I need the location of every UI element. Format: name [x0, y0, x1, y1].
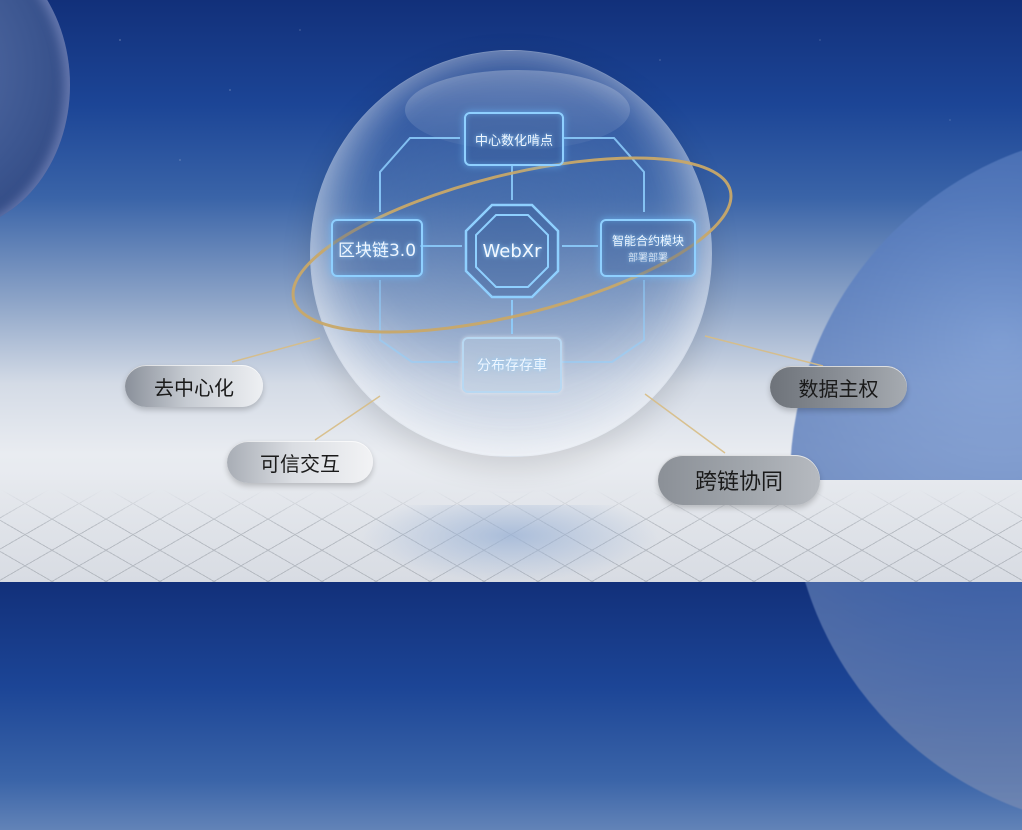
sphere-highlight — [405, 70, 630, 150]
node-label: 中心数化啃点 — [474, 133, 553, 149]
node-smart-contract: 智能合约模块 部署部署 — [600, 219, 696, 277]
pill-text: 跨链协同 — [694, 470, 783, 495]
label-cross-chain: 跨链协同 — [658, 455, 820, 505]
node-blockchain: 区块链3.0 — [331, 219, 423, 277]
node-label: 智能合约模块 — [611, 234, 684, 248]
octagon-icon — [464, 203, 560, 299]
node-distributed-storage: 分布存存車 — [462, 337, 562, 393]
pill-text: 可信交互 — [260, 451, 340, 476]
node-central-digital: 中心数化啃点 — [464, 112, 564, 166]
core-label: WebXr — [482, 240, 542, 262]
node-label: 分布存存車 — [477, 358, 547, 374]
pill-text: 去中心化 — [154, 375, 234, 400]
node-label: 区块链3.0 — [337, 240, 417, 261]
sphere-reflection — [360, 505, 660, 582]
pill-text: 数据主权 — [798, 376, 879, 401]
label-data-sovereignty: 数据主权 — [770, 366, 907, 408]
core-octagon: WebXr — [464, 203, 560, 299]
node-sublabel: 部署部署 — [628, 253, 668, 264]
label-decentralized: 去中心化 — [125, 365, 263, 407]
label-trusted-interaction: 可信交互 — [227, 441, 373, 483]
